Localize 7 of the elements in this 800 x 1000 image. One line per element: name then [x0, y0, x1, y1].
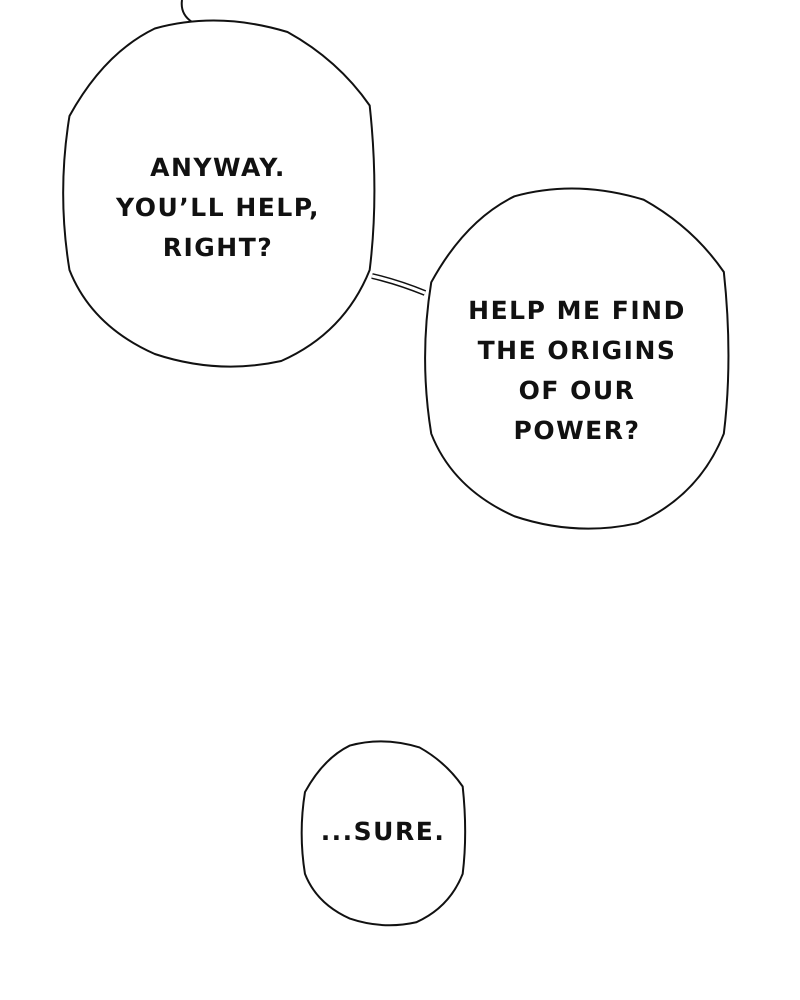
dialogue-text: HELP ME FIND THE ORIGINS OF OUR POWER?	[467, 295, 687, 447]
speech-bubble	[60, 18, 376, 368]
dialogue-text: ...SURE.	[320, 816, 446, 848]
dialogue-text: ANYWAY. YOU’LL HELP, RIGHT?	[114, 152, 321, 264]
speech-bubble	[300, 740, 466, 926]
speech-bubble	[422, 186, 730, 530]
bubble-connector	[371, 273, 426, 296]
